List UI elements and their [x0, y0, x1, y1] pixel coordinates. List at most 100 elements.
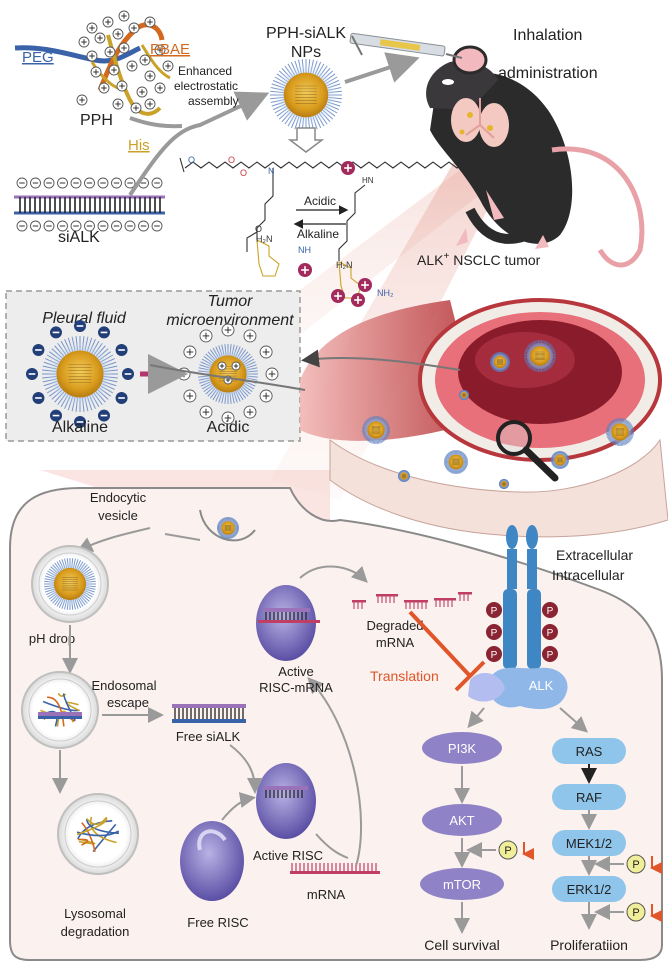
svg-text:O: O [228, 155, 235, 165]
proliferation-label: Proliferatiion [550, 937, 628, 953]
plus-charge-icon [113, 99, 123, 109]
plus-charge-icon [222, 324, 234, 336]
minus-charge-icon [71, 178, 81, 188]
cell-survival-label: Cell survival [424, 937, 499, 953]
minus-charge-icon [98, 326, 110, 338]
svg-text:NH: NH [298, 245, 311, 255]
intracellular-label: Intracellular [552, 567, 625, 583]
erk-label: ERK1/2 [567, 882, 612, 897]
plus-charge-icon [298, 263, 312, 277]
nanoparticle-icon [499, 479, 509, 489]
minus-charge-icon [152, 178, 162, 188]
lysosome [58, 794, 138, 874]
plus-charge-icon [351, 293, 365, 307]
lysosomal-label-1: Lysosomal [64, 906, 126, 921]
pi3k-label: PI3K [448, 741, 477, 756]
plus-charge-icon [117, 81, 127, 91]
sialk-label: siALK [58, 229, 100, 246]
pbae-label: PBAE [150, 41, 190, 58]
akt-label: AKT [449, 813, 474, 828]
svg-text:P: P [632, 907, 639, 919]
free-sialk-label: Free siALK [176, 729, 241, 744]
endocytic-vesicle [32, 546, 108, 622]
acidic-panel-label: Acidic [207, 419, 250, 436]
alkaline-switch-label: Alkaline [297, 227, 339, 241]
plus-charge-icon [145, 17, 155, 27]
minus-charge-icon [112, 178, 122, 188]
syringe [350, 33, 462, 58]
minus-charge-icon [44, 178, 54, 188]
svg-text:O: O [188, 155, 195, 165]
free-risc-label: Free RISC [187, 915, 248, 930]
extracellular-label: Extracellular [556, 547, 633, 563]
plus-charge-icon [91, 67, 101, 77]
plus-charge-icon [140, 55, 150, 65]
plus-charge-icon [137, 87, 147, 97]
plus-charge-icon [260, 346, 272, 358]
minus-charge-icon [139, 221, 149, 231]
plus-charge-icon [200, 406, 212, 418]
plus-charge-icon [232, 362, 240, 370]
minus-charge-icon [122, 368, 134, 380]
plus-charge-icon [127, 61, 137, 71]
tumor-env-label-1: Tumor [207, 293, 253, 310]
svg-text:O: O [255, 224, 262, 234]
inhalation-label-1: Inhalation [513, 27, 582, 44]
svg-text:H₂N: H₂N [256, 234, 273, 244]
acidic-switch-label: Acidic [304, 194, 336, 208]
degraded-label-1: Degraded [366, 618, 423, 633]
ph-switch: Acidic Alkaline [296, 194, 346, 241]
endocytic-label-1: Endocytic [90, 490, 147, 505]
minus-charge-icon [125, 221, 135, 231]
plus-charge-icon [184, 390, 196, 402]
raf-label: RAF [576, 790, 602, 805]
peg-label: PEG [22, 49, 54, 66]
minus-charge-icon [50, 326, 62, 338]
plus-charge-icon [99, 83, 109, 93]
minus-charge-icon [98, 178, 108, 188]
plus-charge-icon [105, 47, 115, 57]
endocytic-label-2: vesicle [98, 508, 138, 523]
minus-charge-icon [44, 221, 54, 231]
plus-charge-icon [358, 278, 372, 292]
minus-charge-icon [74, 320, 86, 332]
plus-charge-icon [129, 23, 139, 33]
plus-charge-icon [77, 95, 87, 105]
nanoparticle-icon [398, 470, 410, 482]
plus-charge-icon [218, 362, 226, 370]
plus-charge-icon [79, 37, 89, 47]
svg-text:P: P [547, 628, 554, 639]
ph-drop-label: pH drop [29, 631, 75, 646]
tumor-label: ALK+ NSCLC tumor [417, 251, 541, 268]
svg-text:P: P [504, 845, 511, 857]
ras-label: RAS [576, 744, 603, 759]
endosome [22, 672, 98, 748]
plus-charge-icon [163, 61, 173, 71]
minus-charge-icon [17, 178, 27, 188]
plus-charge-icon [131, 103, 141, 113]
plus-charge-icon [200, 330, 212, 342]
plus-charge-icon [109, 65, 119, 75]
plus-charge-icon [119, 11, 129, 21]
plus-charge-icon [95, 33, 105, 43]
mek-label: MEK1/2 [566, 836, 612, 851]
plus-charge-icon [145, 71, 155, 81]
plus-charge-icon [331, 289, 345, 303]
minus-charge-icon [32, 344, 44, 356]
active-risc-mrna-label-2: RISC-mRNA [259, 680, 333, 695]
svg-text:O: O [240, 168, 247, 178]
plus-charge-icon [87, 23, 97, 33]
enhanced-label-1: Enhanced [178, 64, 232, 78]
nanoparticle-icon [444, 450, 468, 474]
translation-label: Translation [370, 668, 439, 684]
plus-charge-icon [87, 51, 97, 61]
minus-charge-icon [152, 221, 162, 231]
plus-charge-icon [103, 17, 113, 27]
pph-polymer-diagram: PEG PBAE PPH His [15, 11, 190, 154]
active-risc-label: Active RISC [253, 848, 323, 863]
plus-charge-icon [244, 406, 256, 418]
svg-text:H₂N: H₂N [336, 260, 353, 270]
svg-text:HN: HN [362, 176, 374, 185]
plus-charge-icon [341, 161, 355, 175]
